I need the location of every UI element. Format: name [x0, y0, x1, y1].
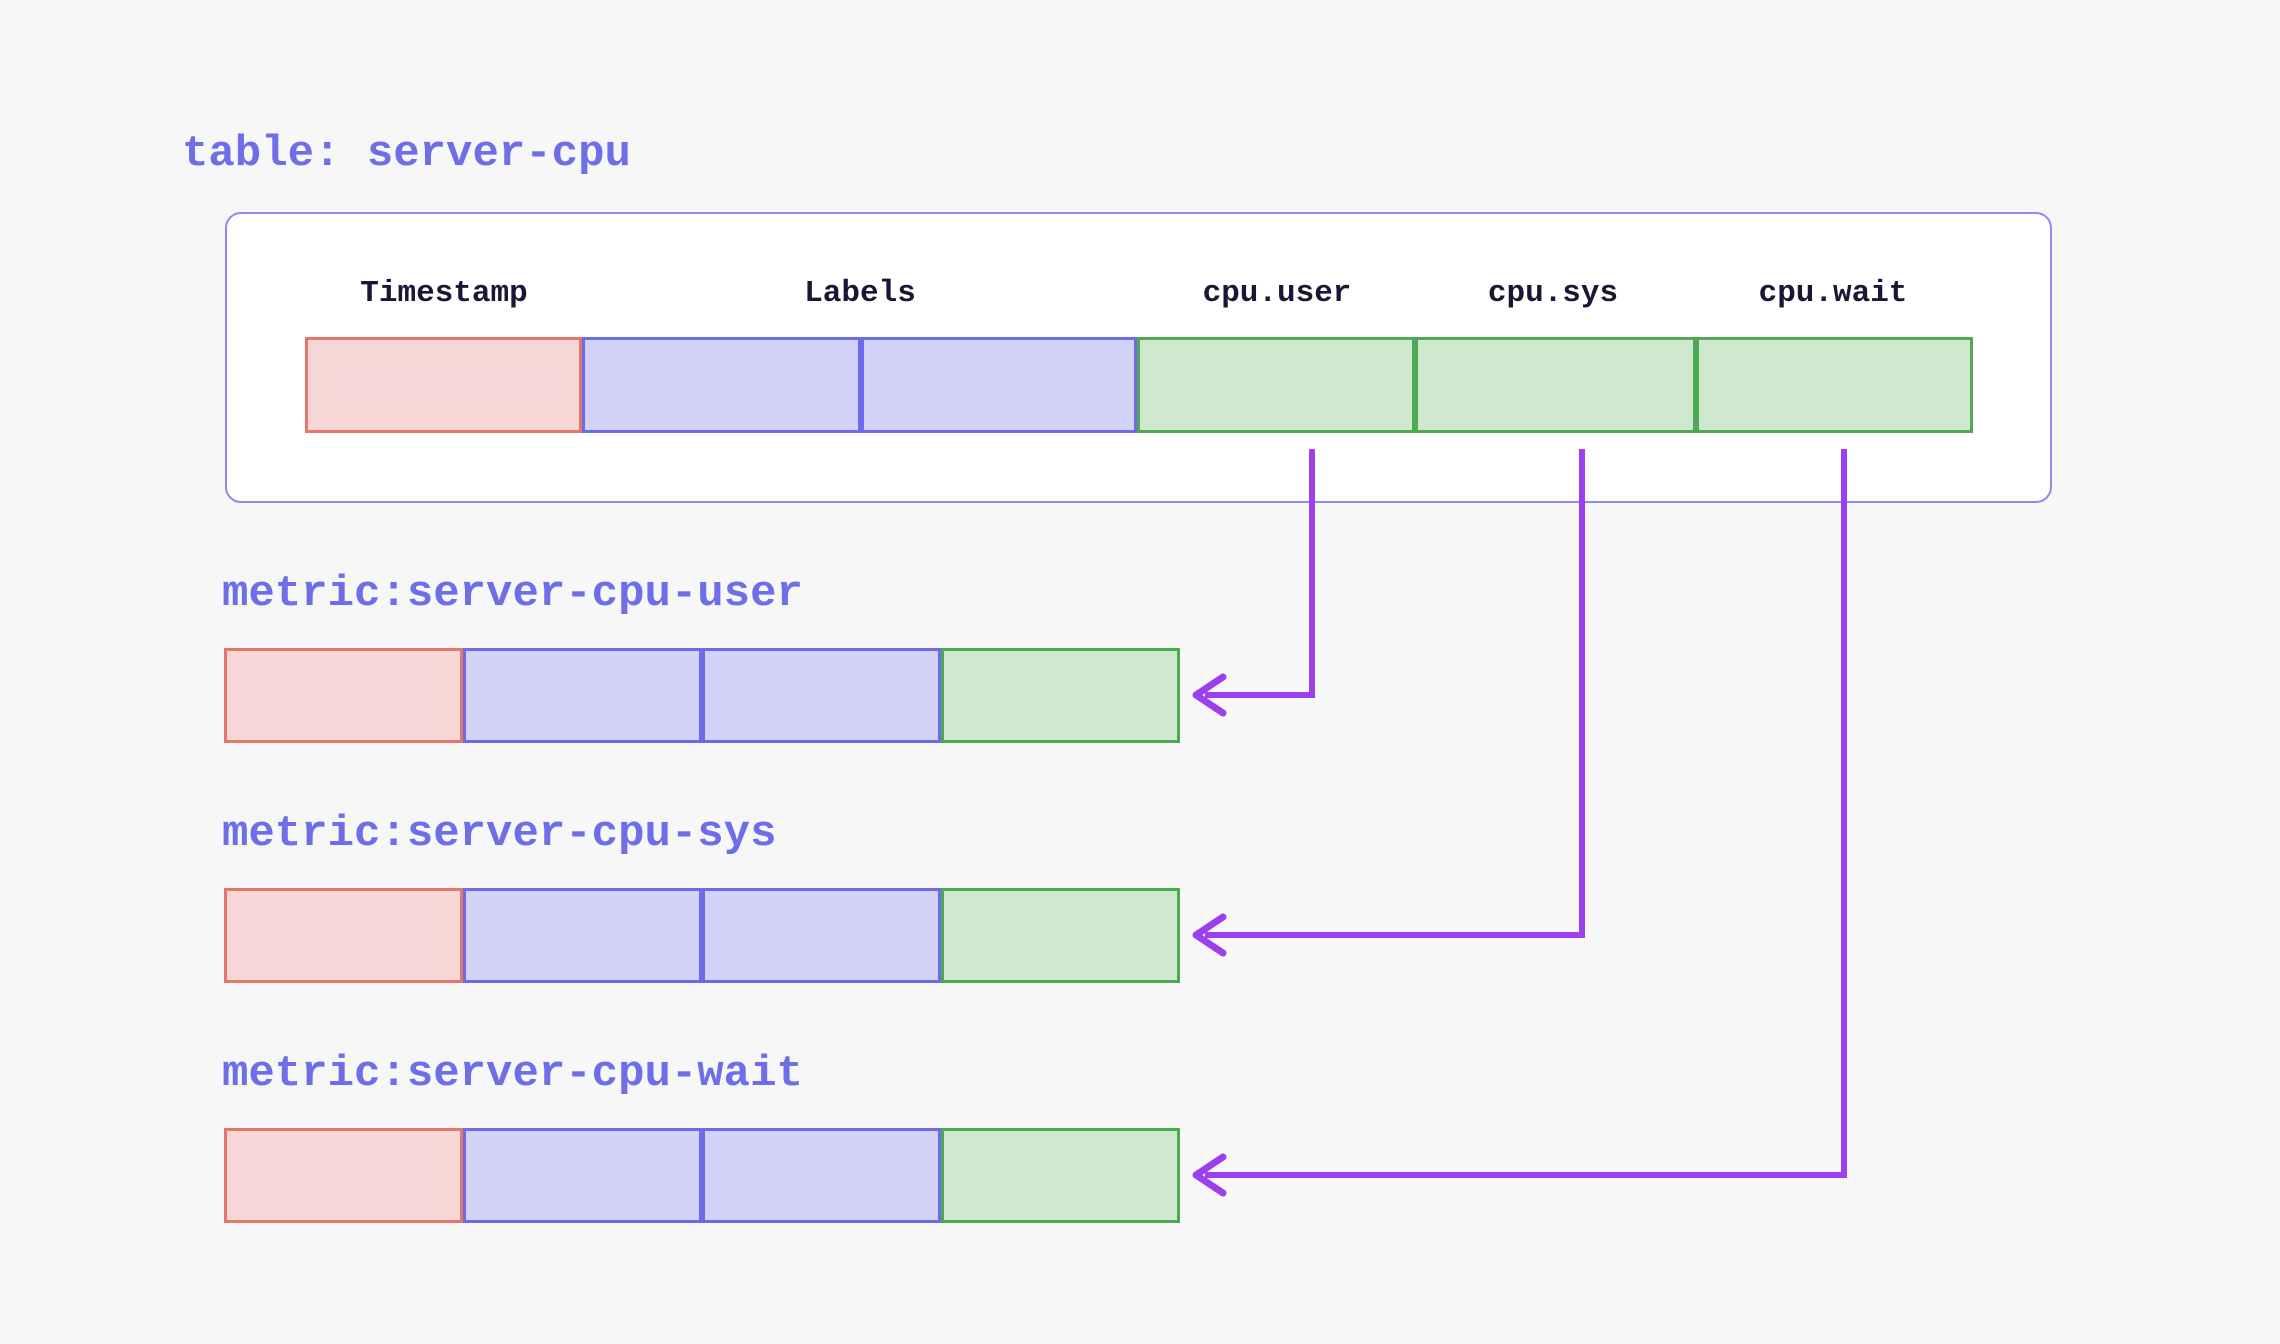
metric-cell-timestamp	[224, 888, 463, 983]
arrow-cpu-sys-to-metric	[1192, 449, 1585, 957]
column-header-timestamp: Timestamp	[360, 276, 528, 311]
table-title: table: server-cpu	[182, 129, 631, 179]
column-header-cpu-wait: cpu.wait	[1758, 276, 1908, 311]
metric-cell-value	[941, 648, 1180, 743]
metric-cell-timestamp	[224, 648, 463, 743]
arrow-cpu-user-head	[1192, 673, 1227, 717]
metric-label-server-cpu-sys: metric:server-cpu-sys	[222, 809, 777, 859]
metric-cell-labels-2	[702, 1128, 941, 1223]
metric-label-server-cpu-user: metric:server-cpu-user	[222, 569, 803, 619]
table-cell-labels-1	[582, 337, 861, 433]
metric-cell-value	[941, 1128, 1180, 1223]
metric-cell-value	[941, 888, 1180, 983]
metric-cell-labels-1	[463, 888, 702, 983]
column-header-cpu-user: cpu.user	[1202, 276, 1352, 311]
metric-cell-labels-2	[702, 648, 941, 743]
arrow-cpu-sys-shaft	[1205, 449, 1585, 938]
column-header-cpu-sys: cpu.sys	[1487, 276, 1619, 311]
metric-cell-labels-1	[463, 648, 702, 743]
table-cell-cpu-user	[1137, 337, 1415, 433]
table-cell-cpu-sys	[1415, 337, 1696, 433]
metric-cell-labels-1	[463, 1128, 702, 1223]
arrow-cpu-wait-head	[1192, 1153, 1227, 1197]
arrow-cpu-wait-shaft	[1205, 449, 1847, 1178]
arrow-cpu-sys-head	[1192, 913, 1227, 957]
metric-cell-timestamp	[224, 1128, 463, 1223]
metric-label-server-cpu-wait: metric:server-cpu-wait	[222, 1049, 803, 1099]
column-header-labels: Labels	[804, 276, 916, 311]
arrow-cpu-wait-to-metric	[1192, 449, 1847, 1197]
metric-cell-labels-2	[702, 888, 941, 983]
table-cell-timestamp	[305, 337, 582, 433]
table-cell-labels-2	[861, 337, 1137, 433]
table-cell-cpu-wait	[1696, 337, 1973, 433]
